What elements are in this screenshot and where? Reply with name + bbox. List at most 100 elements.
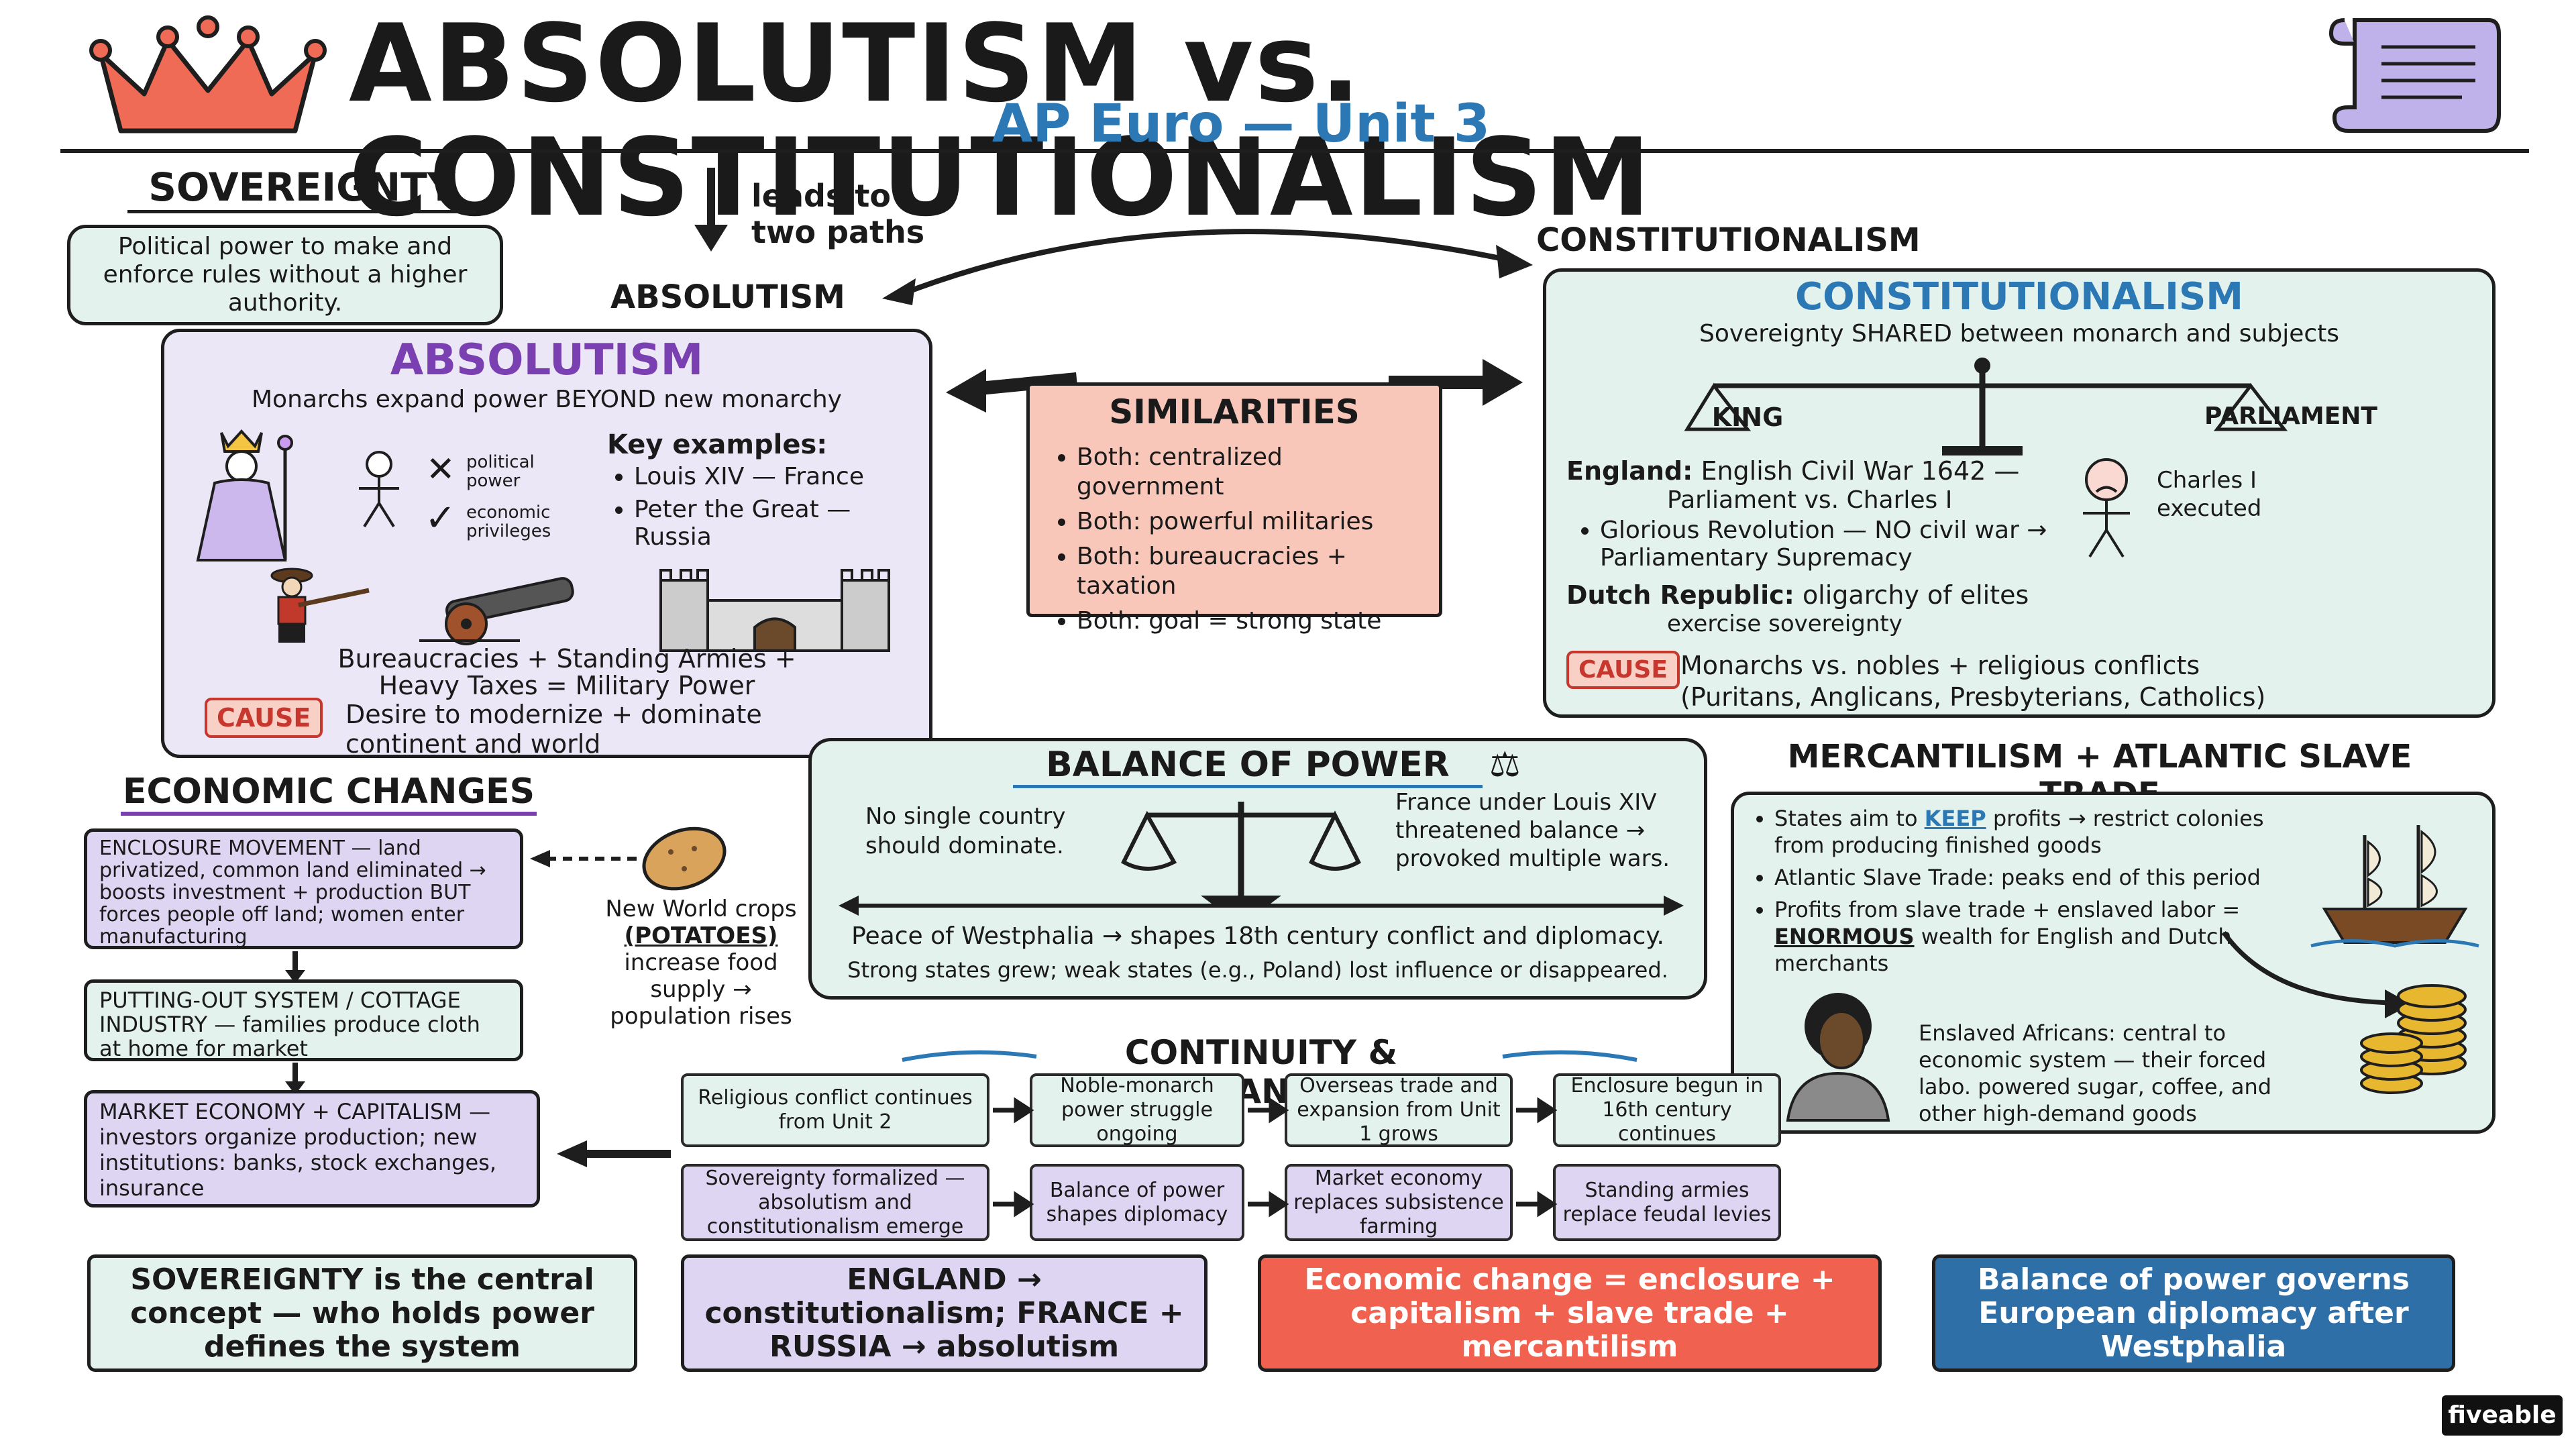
continuity-row1-box: Overseas trade and expansion from Unit 1… (1285, 1073, 1513, 1147)
continuity-right-swash (1502, 1050, 1638, 1062)
cause-badge: CAUSE (1566, 651, 1680, 689)
curved-arrow (2222, 930, 2412, 1018)
absolutism-cause: CAUSE (205, 698, 323, 738)
similarity-item: Both: bureaucracies + taxation (1077, 542, 1432, 601)
key-examples-label: Key examples: (607, 429, 828, 460)
x-mark-icon: ✕ (426, 449, 455, 490)
continuity-row1-box: Enclosure begun in 16th century continue… (1553, 1073, 1781, 1147)
similarity-item: Both: powerful militaries (1077, 507, 1432, 537)
leads-to-label: leads to two paths (751, 178, 925, 250)
england-line-2: Parliament vs. Charles I (1667, 486, 1953, 514)
glorious-text-2: Parliamentary Supremacy (1600, 544, 1913, 572)
glorious-text: Glorious Revolution — NO civil war → (1600, 517, 2047, 544)
england-line: England: English Civil War 1642 — (1566, 456, 2237, 486)
enslaved-text: Enslaved Africans: central to economic s… (1919, 1020, 2272, 1126)
constitutionalism-panel: CONSTITUTIONALISM Sovereignty SHARED bet… (1543, 268, 2496, 718)
dutch-line-2: exercise sovereignty (1667, 610, 1902, 637)
mercantilism-item: States aim to KEEP profits → restrict co… (1774, 805, 2291, 859)
parliament-label: PARLIAMENT (2204, 402, 2377, 430)
summary-banner: SOVEREIGNTY is the central concept — who… (87, 1254, 637, 1372)
england-text: English Civil War 1642 — (1701, 456, 2020, 486)
potato-text: New World crops (605, 896, 797, 922)
item-text: wealth for English and Dutch merchants (1774, 924, 2232, 976)
crown-icon (89, 15, 327, 133)
summary-banner: ENGLAND → constitutionalism; FRANCE + RU… (681, 1254, 1208, 1372)
similarity-item: Both: centralized government (1077, 443, 1432, 502)
left-arrow-icon (946, 369, 1077, 413)
similarity-item: Both: goal = strong state (1077, 606, 1432, 636)
states-text: Strong states grew; weak states (e.g., P… (847, 957, 1668, 983)
constitutionalism-subtitle: Sovereignty SHARED between monarch and s… (1699, 320, 2340, 347)
absolutism-panel: ABSOLUTISM Monarchs expand power BEYOND … (161, 329, 932, 759)
absolutism-subtitle: Monarchs expand power BEYOND new monarch… (252, 386, 842, 413)
economic-privileges-label: economic privileges (466, 502, 551, 541)
dashed-arrow (530, 850, 641, 867)
continuity-row1-box: Noble-monarch power struggle ongoing (1030, 1073, 1244, 1147)
westphalia-text: Peace of Westphalia → shapes 18th centur… (851, 922, 1664, 950)
continuity-row2-box: Standing armies replace feudal levies (1553, 1164, 1781, 1241)
mercantilism-panel: States aim to KEEP profits → restrict co… (1731, 792, 2496, 1134)
summary-banner: Balance of power governs European diplom… (1932, 1254, 2455, 1372)
constitutionalism-cause-text: Monarchs vs. nobles + religious conflict… (1680, 651, 2200, 680)
soldier-icon (270, 568, 370, 643)
continuity-row1-box: Religious conflict continues from Unit 2 (681, 1073, 989, 1147)
item-text: Profits from slave trade + enslaved labo… (1774, 897, 2241, 922)
executed-figure-icon (2083, 458, 2130, 558)
potato-icon (642, 826, 727, 891)
putting-out-box: PUTTING-OUT SYSTEM / COTTAGE INDUSTRY — … (84, 979, 523, 1061)
balance-right-text: France under Louis XIV threatened balanc… (1395, 789, 1670, 872)
down-arrow-small (285, 1063, 305, 1095)
enormous-highlight: ENORMOUS (1774, 924, 1915, 949)
formula-line-2: Heavy Taxes = Military Power (378, 671, 755, 700)
key-examples-list: Louis XIV — France Peter the Great — Rus… (600, 463, 922, 556)
continuity-row2-box: Market economy replaces subsistence farm… (1285, 1164, 1513, 1241)
sovereignty-definition: Political power to make and enforce rule… (67, 225, 503, 325)
mercantilism-item: Atlantic Slave Trade: peaks end of this … (1774, 864, 2291, 891)
england-label: England: (1566, 456, 1693, 486)
balance-left-text: No single country should dominate. (865, 803, 1066, 859)
balance-heading-icon: ⚖ (1489, 745, 1521, 785)
cannon-icon (419, 577, 574, 645)
flow-arrows (993, 1097, 1558, 1218)
scale-icon (1121, 802, 1361, 906)
summary-banner: Economic change = enclosure + capitalism… (1258, 1254, 1882, 1372)
path-constitutionalism-label: CONSTITUTIONALISM (1536, 221, 1921, 259)
charles-note: Charles I executed (2157, 467, 2262, 522)
castle-icon (659, 569, 890, 652)
similarities-heading: SIMILARITIES (1109, 392, 1360, 431)
dutch-text: oligarchy of elites (1802, 580, 2029, 610)
scales-icon (1684, 358, 2288, 455)
balance-panel: BALANCE OF POWER ⚖ No single country sho… (808, 738, 1707, 1000)
absolutism-heading: ABSOLUTISM (390, 335, 704, 385)
continuity-row2-box: Balance of power shapes diplomacy (1030, 1164, 1244, 1241)
market-box: MARKET ECONOMY + CAPITALISM — investors … (84, 1090, 540, 1208)
dutch-label: Dutch Republic: (1566, 580, 1794, 610)
sovereignty-heading: SOVEREIGNTY (127, 164, 476, 213)
fiveable-logo: fiveable (2442, 1395, 2563, 1436)
keep-highlight: KEEP (1924, 806, 1986, 831)
person-portrait-icon (1786, 993, 1890, 1122)
similarities-panel: SIMILARITIES Both: centralized governmen… (1026, 382, 1442, 635)
potato-highlight: (POTATOES) (624, 922, 778, 949)
item-text: profits → restrict colonies from produci… (1774, 806, 2264, 858)
scroll-icon (2328, 18, 2501, 133)
example-item: Peter the Great — Russia (634, 496, 922, 551)
left-arrow-medium (557, 1140, 671, 1167)
constitutionalism-cause: CAUSE (1566, 651, 1680, 689)
item-text: States aim to (1774, 806, 1925, 831)
dutch-line: Dutch Republic: oligarchy of elites (1566, 580, 2237, 610)
constitutionalism-cause-text-2: (Puritans, Anglicans, Presbyterians, Cat… (1680, 682, 2266, 712)
coins-icon (2360, 984, 2467, 1094)
enclosure-text: ENCLOSURE MOVEMENT — land privatized, co… (99, 837, 486, 949)
mercantilism-item: Profits from slave trade + enslaved labo… (1774, 896, 2291, 977)
king-label: KING (1711, 402, 1784, 432)
down-arrow-icon (694, 168, 728, 252)
monarch-icon (196, 429, 293, 561)
formula-line-1: Bureaucracies + Standing Armies + (337, 644, 796, 674)
page-title: ABSOLUTISM vs. CONSTITUTIONALISM (349, 1, 1652, 240)
header-divider (60, 149, 2529, 153)
stick-figure-icon (359, 451, 399, 528)
page-subtitle: AP Euro — Unit 3 (991, 94, 1491, 154)
mercantilism-list: States aim to KEEP profits → restrict co… (1741, 805, 2291, 982)
two-paths-arrow (882, 229, 1533, 305)
